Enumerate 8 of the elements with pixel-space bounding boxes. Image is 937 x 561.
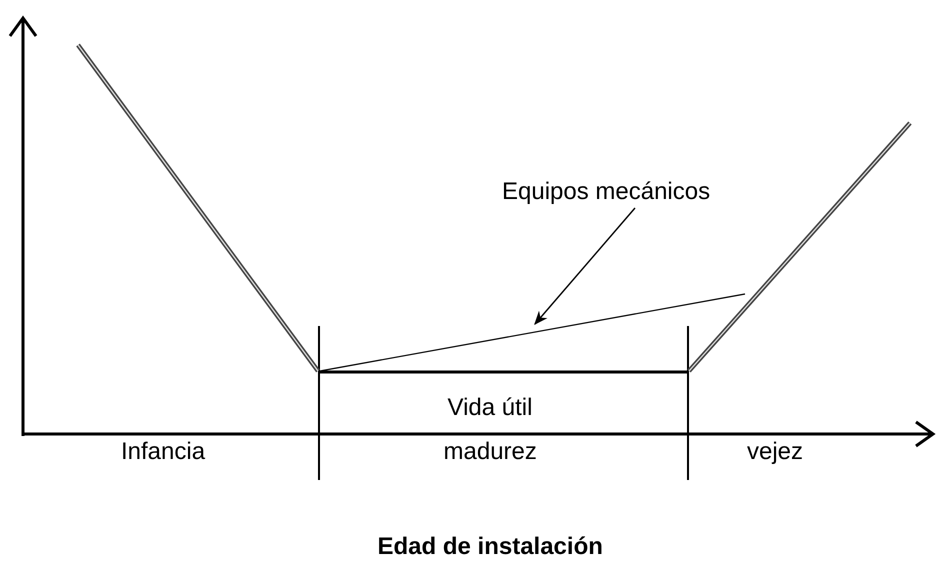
phase-label: madurez <box>444 440 537 464</box>
callout-text: Equipos mecánicos <box>502 180 710 204</box>
axis-title: Edad de instalación <box>378 535 603 559</box>
leader-arrow <box>534 208 636 326</box>
period-label: Vida útil <box>448 396 532 420</box>
mechanical-equipment-line <box>320 293 746 372</box>
phase-label: Infancia <box>121 440 206 464</box>
phase-label: vejez <box>747 440 804 464</box>
